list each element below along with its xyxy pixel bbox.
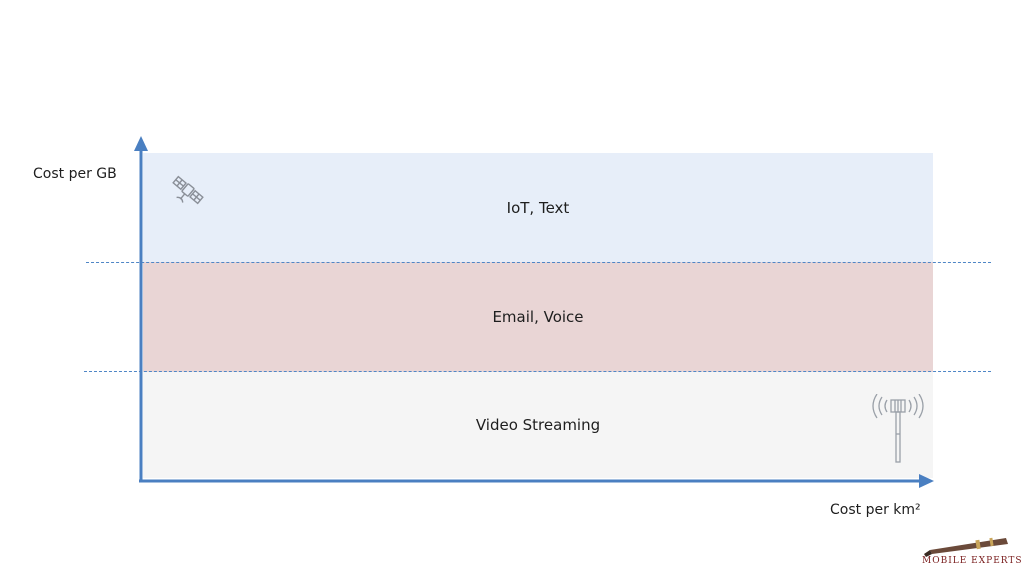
band-label-video-streaming: Video Streaming [475, 416, 601, 434]
x-axis-label: Cost per km² [830, 502, 921, 518]
y-axis-label: Cost per GB [33, 166, 117, 182]
satellite-icon [172, 175, 204, 205]
band-iot-text: IoT, Text [143, 153, 933, 262]
band-label-iot-text: IoT, Text [506, 198, 570, 217]
cell-tower-icon [872, 394, 924, 463]
dashed-divider-top [86, 262, 991, 263]
band-email-voice: Email, Voice [143, 262, 933, 372]
band-label-email-voice: Email, Voice [492, 308, 584, 326]
y-axis-arrowhead [134, 136, 148, 151]
band-video-streaming: Video Streaming [143, 372, 933, 478]
x-axis-arrowhead [919, 474, 934, 488]
logo-text: MOBILE EXPERTS [922, 556, 1023, 566]
dashed-divider-bottom [84, 371, 991, 372]
logo-telescope-icon [924, 537, 1008, 557]
